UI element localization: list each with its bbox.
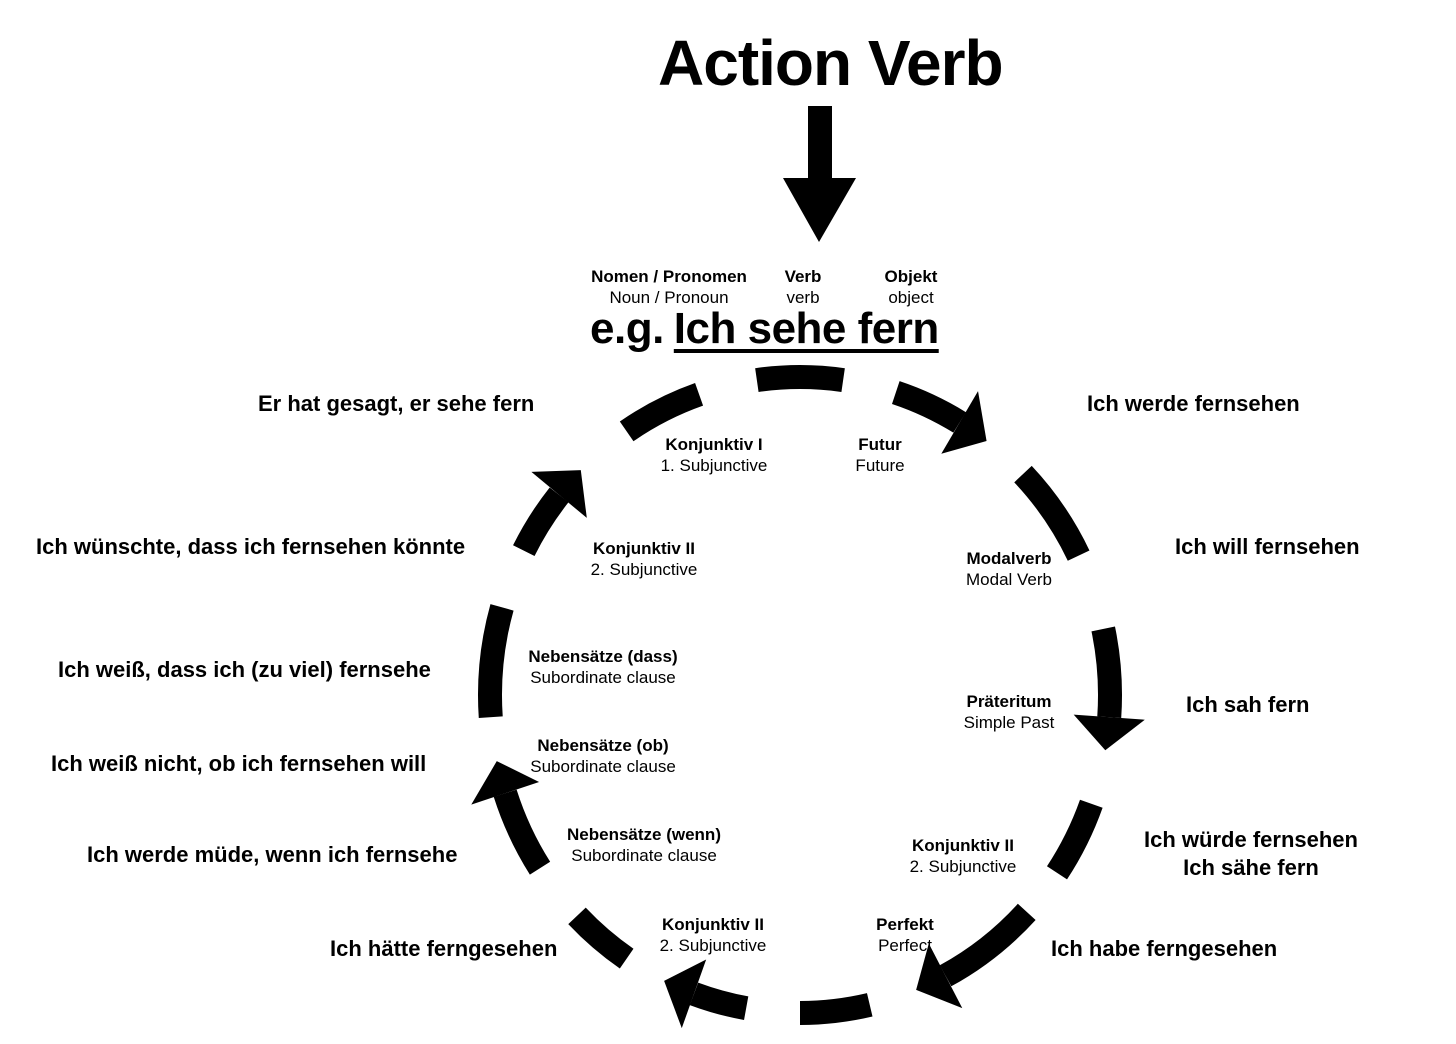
cycle-segment — [1046, 799, 1103, 880]
form-label-de: Nebensätze (wenn) — [567, 825, 721, 844]
form-label-konjunktiv2-left: Konjunktiv II 2. Subjunctive — [591, 538, 698, 580]
example-nebensatz-wenn: Ich werde müde, wenn ich fernsehe — [87, 842, 458, 867]
arrowhead-icon — [916, 943, 963, 1009]
form-label-de: Nebensätze (dass) — [528, 647, 678, 666]
cycle-segment — [1091, 626, 1122, 718]
form-label-de: Modalverb — [966, 549, 1052, 568]
form-label-de: Futur — [858, 435, 902, 454]
cycle-ring — [471, 365, 1145, 1029]
example-konjunktiv2-right: Ich würde fernsehen Ich sähe fern — [1144, 826, 1358, 882]
example-sentence: e.g.Ich sehe fern — [590, 304, 939, 354]
example-konjunktiv2-left: Ich wünschte, dass ich fernsehen könnte — [36, 534, 466, 559]
cycle-segment — [689, 982, 749, 1020]
form-label-en: Subordinate clause — [530, 668, 676, 687]
form-label-de: Konjunktiv I — [665, 435, 763, 454]
form-label-en: Subordinate clause — [571, 846, 717, 865]
page-title: Action Verb — [658, 27, 1004, 99]
cycle-segment — [755, 365, 845, 392]
cycle-segment — [1014, 465, 1090, 561]
form-label-perfekt: Perfekt Perfect — [876, 914, 934, 956]
cycle-segment — [799, 993, 873, 1025]
form-label-en: Simple Past — [963, 713, 1055, 732]
label-verb: Verb verb — [785, 266, 822, 308]
form-label-konjunktiv2-bottom: Konjunktiv II 2. Subjunctive — [660, 914, 767, 956]
cycle-segment — [891, 381, 966, 433]
form-label-en: Future — [855, 456, 905, 475]
label-subject: Nomen / Pronomen Noun / Pronoun — [591, 266, 747, 308]
form-label-nebensatz-ob: Nebensätze (ob) Subordinate clause — [530, 735, 676, 777]
arrowhead-icon — [1073, 714, 1145, 751]
label-object: Objekt object — [885, 266, 938, 308]
form-label-nebensatz-wenn: Nebensätze (wenn) Subordinate clause — [567, 824, 721, 866]
form-label-modalverb: Modalverb Modal Verb — [966, 548, 1052, 590]
arrowhead-icon — [941, 391, 987, 454]
form-label-en: Modal Verb — [966, 570, 1052, 589]
example-perfekt: Ich habe ferngesehen — [1051, 936, 1278, 961]
label-object-de: Objekt — [884, 267, 938, 286]
example-line: Ich würde fernsehen — [1144, 827, 1358, 852]
form-label-de: Perfekt — [876, 915, 934, 934]
arrowhead-icon — [531, 470, 587, 518]
cycle-segment — [478, 604, 514, 718]
form-label-de: Konjunktiv II — [592, 539, 695, 558]
form-label-konjunktiv2-right: Konjunktiv II 2. Subjunctive — [910, 835, 1017, 877]
example-praeteritum: Ich sah fern — [1186, 692, 1310, 717]
form-label-en: Perfect — [878, 936, 932, 955]
cycle-segment — [513, 487, 569, 557]
label-subject-de: Nomen / Pronomen — [591, 267, 747, 286]
example-nebensatz-dass: Ich weiß, dass ich (zu viel) fernsehe — [58, 657, 431, 682]
cycle-segment — [939, 903, 1036, 987]
down-arrow-icon — [783, 106, 856, 242]
example-futur: Ich werde fernsehen — [1087, 391, 1300, 416]
example-konjunktiv1: Er hat gesagt, er sehe fern — [258, 391, 535, 416]
example-modalverb: Ich will fernsehen — [1175, 534, 1360, 559]
form-label-en: 2. Subjunctive — [659, 936, 767, 955]
form-label-en: 2. Subjunctive — [590, 560, 698, 579]
example-sentence-text: Ich sehe fern — [673, 304, 939, 353]
example-nebensatz-ob: Ich weiß nicht, ob ich fernsehen will — [51, 751, 427, 776]
form-label-konjunktiv1: Konjunktiv I 1. Subjunctive — [661, 434, 768, 476]
cycle-segment — [493, 789, 551, 875]
form-label-futur: Futur Future — [855, 434, 904, 476]
label-subject-en: Noun / Pronoun — [609, 288, 729, 307]
label-verb-en: verb — [786, 288, 820, 307]
form-label-en: 1. Subjunctive — [660, 456, 768, 475]
arrowhead-icon — [471, 761, 540, 805]
example-prefix: e.g. — [590, 304, 664, 353]
form-label-de: Konjunktiv II — [661, 915, 764, 934]
form-label-en: Subordinate clause — [530, 757, 676, 776]
arrowhead-icon — [664, 959, 707, 1029]
form-label-de: Nebensätze (ob) — [537, 736, 669, 755]
form-label-nebensatz-dass: Nebensätze (dass) Subordinate clause — [528, 646, 677, 688]
cycle-segment — [568, 907, 634, 969]
form-label-praeteritum: Präteritum Simple Past — [964, 691, 1055, 733]
example-konjunktiv2-bottom: Ich hätte ferngesehen — [330, 936, 558, 961]
form-label-de: Konjunktiv II — [911, 836, 1014, 855]
label-verb-de: Verb — [784, 267, 822, 286]
cycle-segment — [619, 383, 704, 442]
example-line: Ich sähe fern — [1183, 855, 1319, 880]
form-label-en: 2. Subjunctive — [909, 857, 1017, 876]
form-label-de: Präteritum — [966, 692, 1052, 711]
label-object-en: object — [888, 288, 934, 307]
